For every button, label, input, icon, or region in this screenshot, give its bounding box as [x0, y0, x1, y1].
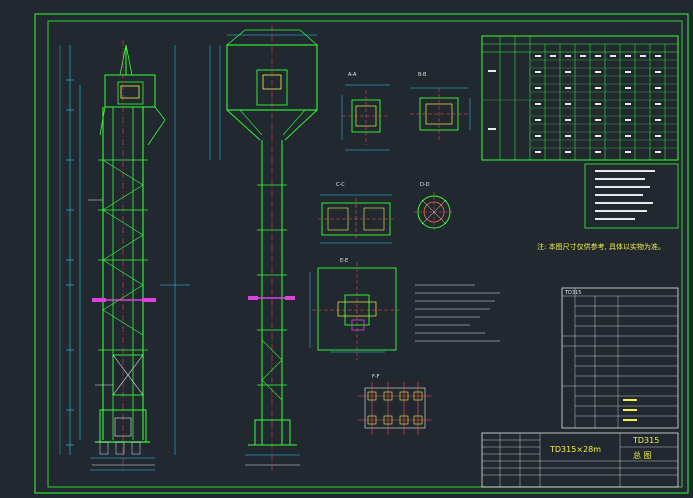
detail-view-c: C-C	[318, 182, 395, 244]
detail-label-a: A-A	[348, 72, 357, 78]
spec-note-block	[584, 163, 679, 229]
elevator-side-elevation	[209, 25, 318, 470]
title-block-number: TD315	[632, 436, 659, 445]
parts-list-table: TD315	[561, 287, 679, 429]
detail-label-f: F-F	[372, 374, 380, 380]
detail-view-d: D-D	[414, 182, 454, 232]
parts-list-header: TD315	[564, 290, 581, 296]
title-block: TD315×28m TD315 总 图	[481, 432, 679, 488]
detail-view-e: E-E	[309, 258, 402, 360]
detail-label-b: B-B	[418, 72, 427, 78]
inner-frame	[47, 20, 683, 488]
elevator-front-elevation	[59, 40, 190, 471]
detail-label-e: E-E	[340, 258, 348, 264]
detail-label-d: D-D	[420, 182, 430, 188]
detail-label-c: C-C	[336, 182, 345, 188]
detail-view-f: F-F	[358, 374, 432, 435]
outer-frame	[34, 13, 689, 494]
spec-table	[481, 35, 679, 161]
detail-view-b: B-B	[410, 72, 471, 140]
title-block-title: 总 图	[633, 450, 652, 460]
detail-view-a: A-A	[341, 72, 390, 151]
drawing-note: 注: 本图尺寸仅供参考, 具体以实物为准。	[537, 242, 665, 251]
title-block-company: TD315×28m	[549, 445, 601, 454]
technical-notes	[415, 284, 500, 342]
